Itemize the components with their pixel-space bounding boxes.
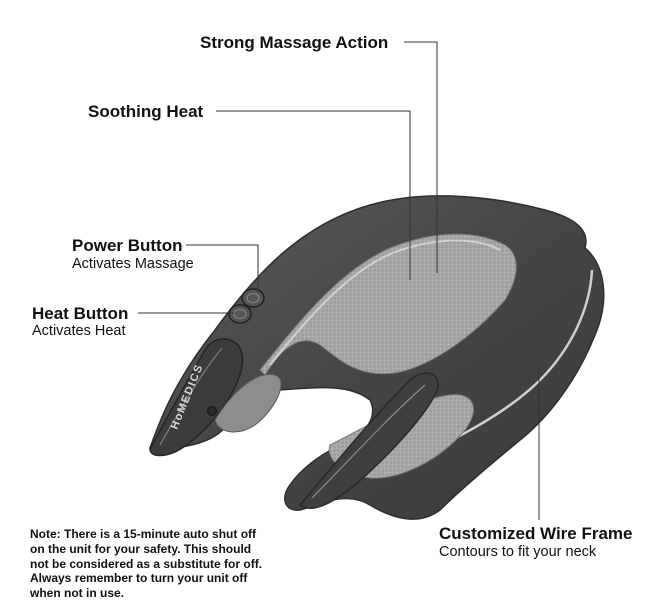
note-line: Always remember to turn your unit off (30, 571, 248, 586)
soothing-heat-label: Soothing Heat (88, 102, 204, 121)
leader-power-button (186, 244, 259, 292)
massager-body (148, 195, 605, 520)
power-button-label: Power Button (72, 236, 183, 255)
safety-note: Note: There is a 15-minute auto shut off… (30, 527, 330, 601)
note-line: Note: There is a 15-minute auto shut off (30, 527, 257, 541)
power-button-description: Activates Massage (72, 256, 194, 272)
leader-lines (138, 41, 540, 520)
heat-button-icon[interactable] (228, 304, 252, 324)
leader-soothing-heat (216, 110, 411, 280)
wire-frame-description: Contours to fit your neck (439, 544, 597, 560)
note-line: on the unit for your safety. This should (30, 541, 252, 556)
power-button-icon[interactable] (241, 288, 265, 308)
note-line: when not in use. (30, 586, 125, 600)
wire-frame-label: Customized Wire Frame (439, 524, 633, 543)
note-line: not be considered as a substitute for of… (30, 556, 263, 571)
heat-button-description: Activates Heat (32, 323, 126, 339)
leader-strong-massage (404, 41, 438, 273)
strong-massage-label: Strong Massage Action (200, 33, 389, 52)
heat-button-label: Heat Button (32, 304, 129, 323)
